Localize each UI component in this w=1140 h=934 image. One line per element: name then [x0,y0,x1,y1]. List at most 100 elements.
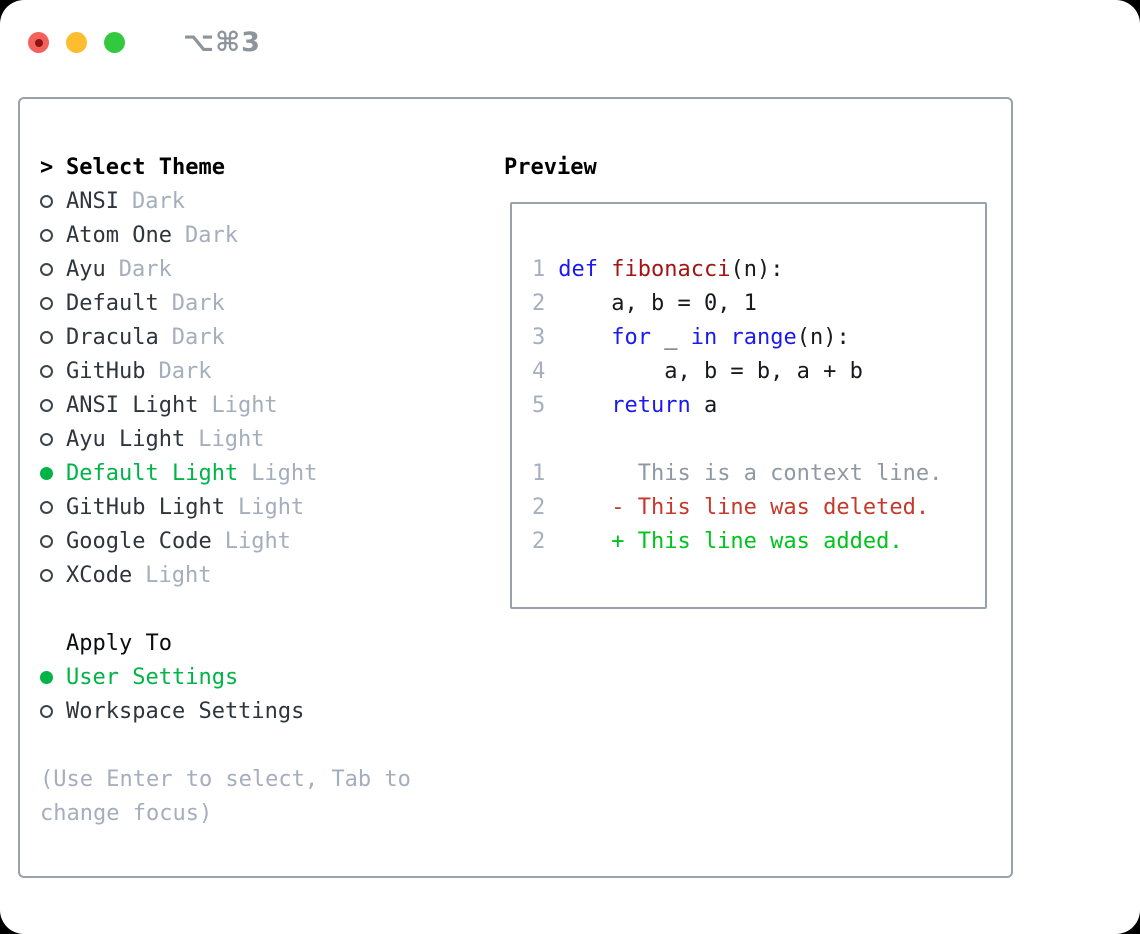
theme-item-atom-one-dark[interactable]: Atom One Dark [40,218,490,252]
code-token [717,325,730,350]
theme-item-default-dark[interactable]: Default Dark [40,286,490,320]
code-token: (n): [796,324,850,350]
marker [40,262,66,276]
apply-to-label: Apply To [66,630,172,656]
theme-variant: Dark [118,256,172,282]
marker [40,432,66,446]
minimize-button[interactable] [66,32,87,53]
radio-icon [40,364,53,378]
code-token: _ [650,324,691,350]
apply-option-user-settings[interactable]: User Settings [40,660,490,694]
apply-option-workspace-settings[interactable]: Workspace Settings [40,694,490,728]
theme-name: GitHub [66,358,146,384]
spacer [40,592,490,626]
radio-icon [40,194,53,208]
theme-name: Ayu [66,256,106,282]
option-label: Workspace Settings [66,698,305,724]
zoom-button[interactable] [104,32,125,53]
theme-variant: Light [237,494,305,520]
theme-item-ayu-light[interactable]: Ayu Light Light [40,422,490,456]
theme-variant: Dark [158,358,212,384]
theme-item-xcode-light[interactable]: XCode Light [40,558,490,592]
code-line: 3 for _ in range(n): [532,320,942,354]
radio-icon [40,432,53,446]
preview-title: Preview [504,154,597,180]
theme-variant: Light [224,528,291,554]
radio-icon [40,534,53,548]
marker [40,670,66,684]
option-label: User Settings [66,664,239,690]
marker [40,704,66,718]
theme-name: GitHub Light [66,494,225,520]
marker [40,568,66,582]
line-number: 5 [532,392,546,418]
radio-icon [40,704,53,718]
theme-name: Atom One [66,222,172,248]
line-number: 2 [532,494,546,520]
marker [40,500,66,514]
line-number: 1 [532,256,546,282]
theme-item-default-light[interactable]: Default Light Light [40,456,490,490]
menu-title: Select Theme [66,154,225,180]
diff-line-deleted: 2 - This line was deleted. [532,490,942,524]
theme-item-ansi-dark[interactable]: ANSI Dark [40,184,490,218]
line-number: 1 [532,460,546,486]
theme-item-ansi-light[interactable]: ANSI Light Light [40,388,490,422]
theme-variant: Dark [171,290,225,316]
theme-variant: Dark [171,324,225,350]
radio-icon [40,500,53,514]
theme-name: XCode [66,562,133,588]
line-number: 2 [532,290,546,316]
hint-text-line2: change focus) [40,800,213,826]
theme-variant: Dark [131,188,185,214]
theme-item-dracula-dark[interactable]: Dracula Dark [40,320,490,354]
line-number: 2 [532,528,546,554]
theme-item-google-code-light[interactable]: Google Code Light [40,524,490,558]
close-button[interactable] [28,32,49,53]
marker [40,330,66,344]
apply-to-header: Apply To [40,626,490,660]
theme-name: Default Light [66,460,239,486]
theme-variant: Light [198,426,265,452]
code-token: a [690,392,718,418]
theme-name: Ayu Light [66,426,186,452]
theme-item-github-dark[interactable]: GitHub Dark [40,354,490,388]
theme-variant: Light [211,392,278,418]
diff-line-added: 2 + This line was added. [532,524,942,558]
code-token: for [611,324,651,350]
theme-variant: Light [145,562,212,588]
hint-text-line1: (Use Enter to select, Tab to [40,766,411,792]
theme-name: Google Code [66,528,212,554]
code-token: a, b = b, a + b [558,358,863,384]
theme-name: ANSI [66,188,119,214]
diff-text: + This line was added. [558,528,903,554]
theme-picker-panel: > Select Theme ANSI Dark Atom One Dark A… [18,97,1013,878]
window-title: ⌥⌘3 [183,27,261,58]
code-token [558,325,611,350]
radio-icon [40,568,53,582]
radio-icon [40,330,53,344]
code-token [558,393,611,418]
theme-item-github-light[interactable]: GitHub Light Light [40,490,490,524]
line-number: 4 [532,358,546,384]
theme-item-ayu-dark[interactable]: Ayu Dark [40,252,490,286]
theme-variant: Dark [184,222,238,248]
spacer [40,728,490,762]
theme-name: Dracula [66,324,159,350]
code-line: 2 a, b = 0, 1 [532,286,942,320]
marker [40,398,66,412]
menu-header: > Select Theme [40,150,490,184]
marker [40,364,66,378]
marker [40,466,66,480]
focus-marker: > [40,155,66,180]
code-token: in [690,324,718,350]
theme-menu: > Select Theme ANSI Dark Atom One Dark A… [40,150,490,830]
marker [40,296,66,310]
radio-selected-icon [40,670,53,684]
marker [40,194,66,208]
diff-line-context: 1 This is a context line. [532,456,942,490]
radio-selected-icon [40,466,53,480]
close-dot-icon [34,38,43,47]
